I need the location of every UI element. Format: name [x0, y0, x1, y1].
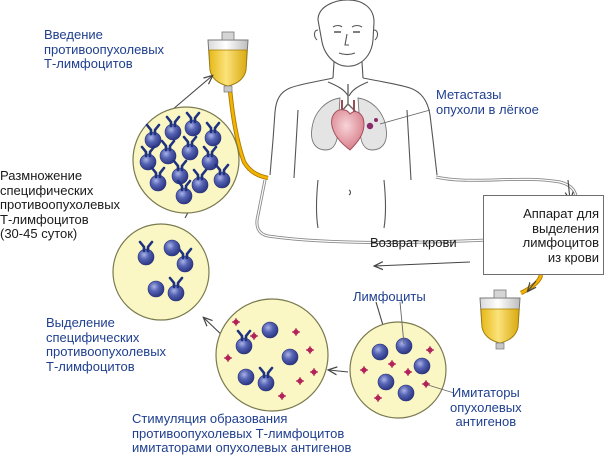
dish-stimulation [215, 298, 329, 412]
label-metastases: Метастазы опухоли в лёгкое [436, 87, 539, 117]
label-imitators: Имитаторы опухолевых антигенов [450, 385, 522, 429]
dish-isolation [112, 223, 210, 321]
label-lymphocytes: Лимфоциты [353, 289, 426, 304]
label-isolation: Выделение специфических противоопухолевы… [46, 315, 167, 374]
dish-lymphocytes [349, 321, 447, 419]
metastasis-spots [366, 118, 378, 130]
iv-bag-top [207, 31, 249, 93]
label-infusion: Введение противоопухолевых Т-лимфоцитов [44, 27, 165, 71]
label-proliferation: Размножение специфических противоопухоле… [0, 168, 121, 241]
label-blood-return: Возврат крови [370, 235, 457, 250]
label-device: Аппарат для выделения лимфоцитов из кров… [522, 206, 599, 265]
dish-proliferation [132, 106, 240, 214]
iv-bag-bottom [479, 289, 521, 350]
device-box: Аппарат для выделения лимфоцитов из кров… [483, 195, 604, 275]
label-stimulation: Стимуляция образования противоопухолевых… [132, 411, 352, 455]
label-pointers [379, 109, 455, 394]
human-figure [269, 0, 438, 229]
heart [331, 100, 365, 151]
flow-arrows [171, 76, 570, 372]
